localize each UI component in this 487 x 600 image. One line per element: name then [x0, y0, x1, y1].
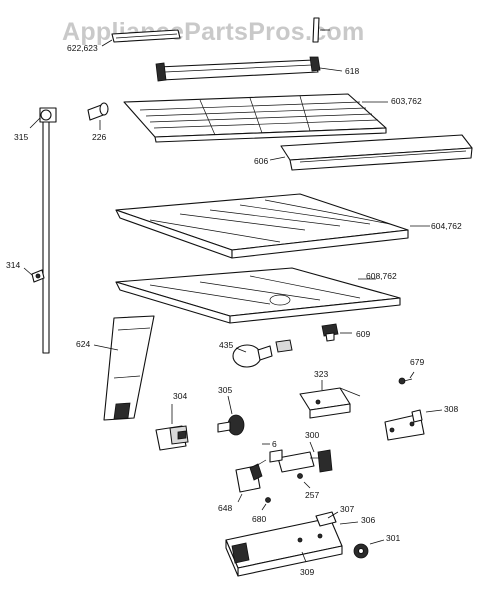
part-323-bracket	[299, 387, 361, 419]
callout-624: 624	[76, 339, 90, 349]
callout-257: 257	[305, 490, 319, 500]
part-257-screw	[297, 473, 303, 479]
callout-435: 435	[219, 340, 233, 350]
part-226-knob	[87, 102, 109, 121]
callout-618: 618	[345, 66, 359, 76]
callout-604-762: 604,762	[431, 221, 462, 231]
callout-648: 648	[218, 503, 232, 513]
part-618-rail	[155, 56, 321, 82]
callout-309: 309	[300, 567, 314, 577]
part-680-screw	[265, 497, 271, 503]
part-314-clip	[31, 269, 45, 283]
part-606-drawer	[280, 134, 473, 171]
part-622-623-trim	[111, 29, 181, 43]
part-648-switch	[235, 459, 267, 493]
part-609-clip	[321, 323, 339, 342]
callout-314: 314	[6, 260, 20, 270]
part-435-bulb	[232, 339, 293, 368]
callout-323: 323	[314, 369, 328, 379]
callout-300: 300	[305, 430, 319, 440]
part-604-762-tray	[115, 193, 409, 259]
callout-6: 6	[272, 439, 277, 449]
part-608-762-tray	[115, 267, 401, 324]
callout-305: 305	[218, 385, 232, 395]
callout-603-762: 603,762	[391, 96, 422, 106]
part-304-socket	[155, 425, 189, 451]
callout-680: 680	[252, 514, 266, 524]
callout-301: 301	[386, 533, 400, 543]
part-top-right-clip	[312, 17, 330, 43]
part-624-panel	[103, 315, 155, 421]
callout-315: 315	[14, 132, 28, 142]
part-300-thermostat	[277, 449, 333, 473]
callout-606: 606	[254, 156, 268, 166]
part-308-bracket	[384, 409, 425, 441]
callout-307: 307	[340, 504, 354, 514]
callout-304: 304	[173, 391, 187, 401]
callout-226: 226	[92, 132, 106, 142]
part-6-small	[262, 443, 283, 463]
callout-306: 306	[361, 515, 375, 525]
callout-622-623: 622,623	[67, 43, 98, 53]
part-301-knob	[353, 543, 369, 559]
callout-608-762: 608,762	[366, 271, 397, 281]
callout-679: 679	[410, 357, 424, 367]
part-305-dial	[217, 414, 245, 436]
part-603-762-shelf	[123, 93, 387, 143]
callout-308: 308	[444, 404, 458, 414]
callout-609: 609	[356, 329, 370, 339]
part-309-housing	[225, 511, 343, 577]
part-315-rod	[39, 107, 57, 354]
part-679-screw	[398, 377, 413, 385]
